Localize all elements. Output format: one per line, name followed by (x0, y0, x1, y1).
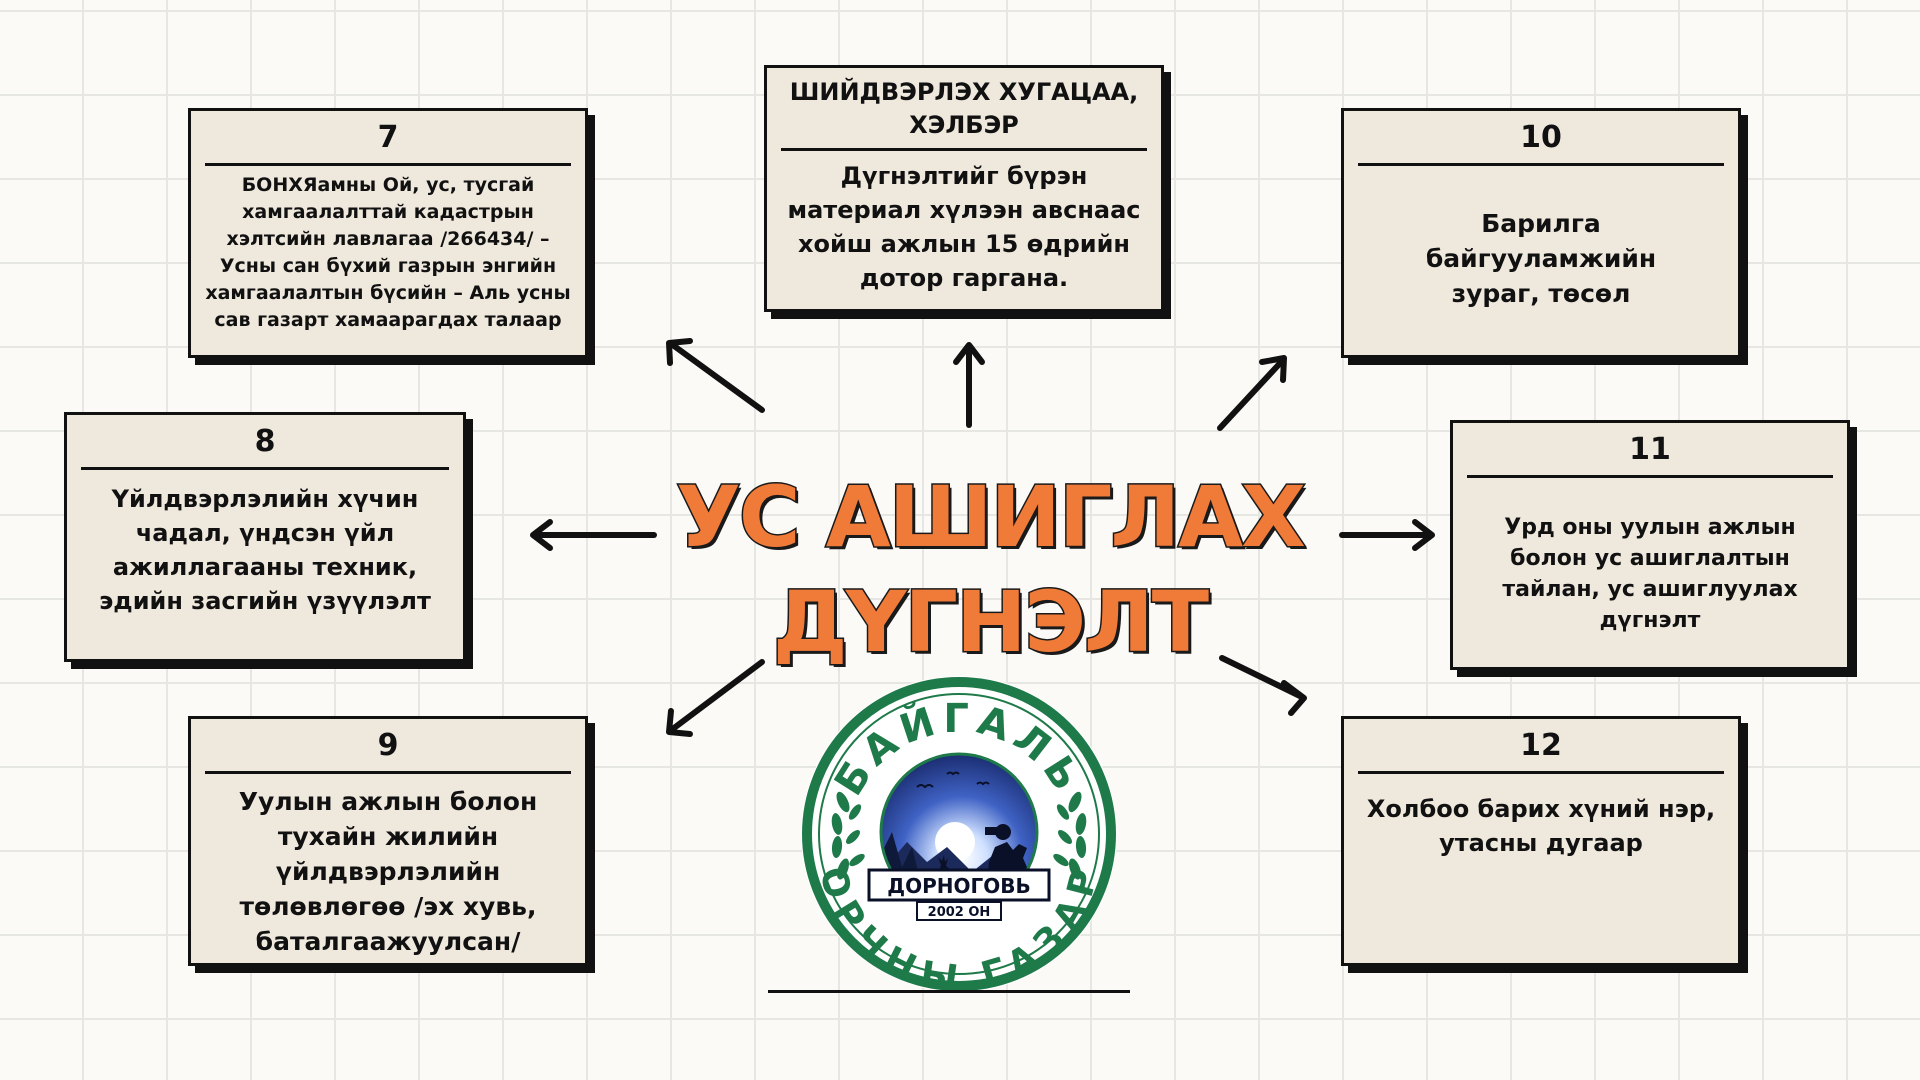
arrow-up (953, 342, 985, 428)
logo-banner (867, 868, 1051, 902)
arrow-down-left (666, 659, 765, 737)
requirement-box-11: 11 Урд оны уулын ажлын болон ус ашиглалт… (1450, 420, 1850, 670)
decision-time-text: Дүгнэлтийг бүрэн материал хүлээн авснаас… (787, 162, 1141, 292)
box-number: 11 (1629, 432, 1671, 467)
arrow-left (530, 519, 657, 551)
divider (1358, 771, 1724, 774)
main-title-line-1: УС АШИГЛАХ (675, 468, 1308, 566)
box-text: БОНХЯамны Ой, ус, тусгай хамгаалалттай к… (205, 174, 571, 331)
divider (205, 771, 571, 774)
box-number: 10 (1520, 120, 1562, 155)
box-text: Урд оны уулын ажлын болон ус ашиглалтын … (1502, 515, 1798, 633)
box-text: Холбоо барих хүний нэр, утасны дугаар (1366, 795, 1716, 857)
box-number: 12 (1520, 728, 1562, 763)
logo-underline (768, 990, 1130, 993)
arrow-up-right (1217, 355, 1287, 431)
box-text: Барилга байгууламжийн зураг, төсөл (1425, 209, 1657, 308)
divider (781, 148, 1147, 151)
decision-time-heading: ШИЙДВЭРЛЭХ ХУГАЦАА, ХЭЛБЭР (789, 78, 1139, 139)
laurel-left-icon (831, 791, 865, 880)
logo-year-text: 2002 ОН (928, 905, 991, 920)
divider (1358, 163, 1724, 166)
box-number: 7 (377, 120, 399, 155)
box-number: 9 (377, 728, 399, 763)
box-number: 8 (254, 424, 276, 459)
divider (205, 163, 571, 166)
requirement-box-12: 12 Холбоо барих хүний нэр, утасны дугаар (1341, 716, 1741, 966)
box-text: Үйлдвэрлэлийн хүчин чадал, үндсэн үйл аж… (99, 485, 431, 615)
divider (1467, 475, 1833, 478)
requirement-box-8: 8 Үйлдвэрлэлийн хүчин чадал, үндсэн үйл … (64, 412, 466, 662)
organization-logo: БАЙГАЛЬ ОРЧНЫ ГАЗАР (801, 676, 1117, 996)
requirement-box-7: 7 БОНХЯамны Ой, ус, тусгай хамгаалалттай… (188, 108, 588, 358)
requirement-box-9: 9 Уулын ажлын болон тухайн жилийн үйлдвэ… (188, 716, 588, 966)
arrow-right (1339, 519, 1435, 551)
requirement-box-10: 10 Барилга байгууламжийн зураг, төсөл (1341, 108, 1741, 358)
arrow-down-right (1219, 655, 1307, 716)
laurel-right-icon (1053, 791, 1087, 880)
arrow-up-left (666, 338, 765, 413)
box-text: Уулын ажлын болон тухайн жилийн үйлдвэрл… (238, 787, 538, 956)
main-title-line-2: ДҮГНЭЛТ (771, 573, 1210, 671)
decision-time-box: ШИЙДВЭРЛЭХ ХУГАЦАА, ХЭЛБЭР Дүгнэлтийг бү… (764, 65, 1164, 312)
logo-banner-text: ДОРНОГОВЬ (887, 874, 1030, 898)
divider (81, 467, 449, 470)
